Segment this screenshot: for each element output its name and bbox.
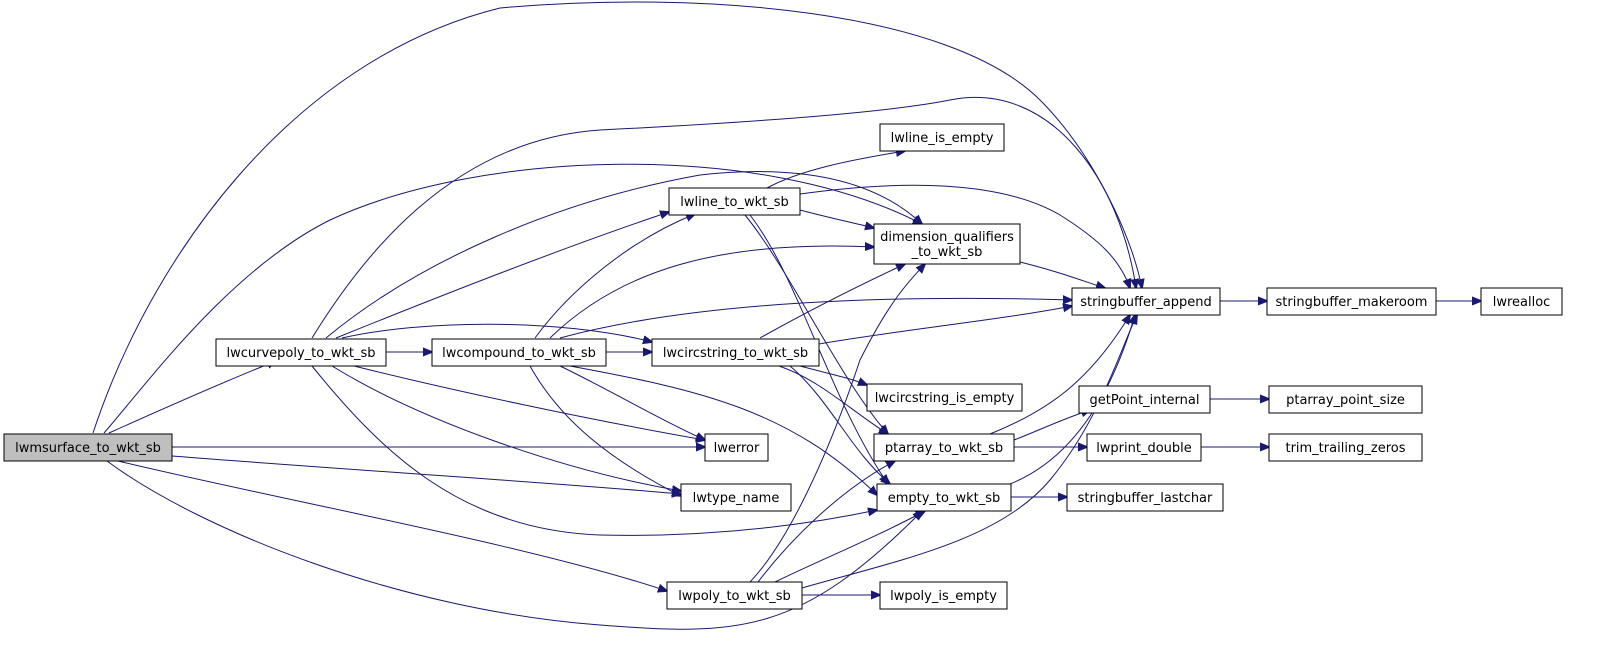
node-sbappend[interactable]: stringbuffer_append xyxy=(1071,287,1221,316)
node-sbmake[interactable]: stringbuffer_makeroom xyxy=(1266,287,1437,316)
node-getpoint[interactable]: getPoint_internal xyxy=(1078,385,1211,414)
edge-lwcurvepoly-to-empty xyxy=(311,365,877,536)
node-label: lwpoly_to_wkt_sb xyxy=(678,589,791,604)
node-label: lwmsurface_to_wkt_sb xyxy=(15,441,161,456)
node-ptsize[interactable]: ptarray_point_size xyxy=(1268,385,1423,414)
edge-lwmsurface-to-empty xyxy=(106,460,922,630)
node-label: lwcircstring_is_empty xyxy=(875,391,1015,406)
edge-lwcurvepoly-to-lwerror xyxy=(353,365,705,440)
edge-dimq-to-sbappend xyxy=(1019,261,1105,288)
node-label: lwpoly_is_empty xyxy=(890,589,997,604)
edge-lwpoly-to-dimq xyxy=(749,264,925,583)
edge-empty-to-sbappend xyxy=(1009,315,1135,485)
node-lwcompound[interactable]: lwcompound_to_wkt_sb xyxy=(431,338,607,367)
node-label: trim_trailing_zeros xyxy=(1285,441,1405,456)
edge-lwpoly-to-sbappend xyxy=(801,315,1137,589)
node-trim[interactable]: trim_trailing_zeros xyxy=(1268,433,1423,462)
node-label: stringbuffer_append xyxy=(1080,295,1212,310)
node-label: lwprint_double xyxy=(1096,441,1192,456)
edge-lwmsurface-to-lwpoly xyxy=(117,460,667,591)
edge-lwline-to-dimq xyxy=(799,209,874,228)
node-label: ptarray_point_size xyxy=(1286,393,1405,408)
node-label: lwcompound_to_wkt_sb xyxy=(442,346,596,361)
edge-lwcircstring-to-dimq xyxy=(759,264,905,339)
edge-lwmsurface-to-lwtype xyxy=(171,455,681,494)
node-label: dimension_qualifiers xyxy=(880,230,1014,245)
edge-lwpoly-to-empty xyxy=(774,511,925,583)
node-lwrealloc[interactable]: lwrealloc xyxy=(1480,287,1563,316)
edge-lwpoly-to-ptarray xyxy=(757,461,895,583)
node-lwcirc_empty[interactable]: lwcircstring_is_empty xyxy=(866,383,1023,412)
edge-lwcompound-to-lwtype xyxy=(529,365,681,496)
node-label: lwrealloc xyxy=(1493,295,1551,310)
edge-lwcurvepoly-to-lwline xyxy=(335,212,669,339)
node-lwprint[interactable]: lwprint_double xyxy=(1086,433,1202,462)
edge-ptarray-to-sbappend xyxy=(989,315,1130,435)
node-label: stringbuffer_makeroom xyxy=(1276,295,1428,310)
edge-layer xyxy=(92,1,1481,630)
node-sblast[interactable]: stringbuffer_lastchar xyxy=(1066,483,1224,512)
node-label: lwerror xyxy=(714,441,760,456)
node-ptarray[interactable]: ptarray_to_wkt_sb xyxy=(873,433,1015,462)
node-lwline[interactable]: lwline_to_wkt_sb xyxy=(668,187,801,216)
edge-lwcurvepoly-to-dimq xyxy=(325,171,922,339)
edge-lwcurvepoly-to-lwtype xyxy=(331,365,681,491)
edge-lwmsurface-to-sbappend xyxy=(92,1,1142,434)
node-dimq[interactable]: dimension_qualifiers_to_wkt_sb xyxy=(873,223,1021,265)
edge-lwmsurface-to-dimq xyxy=(103,163,922,434)
node-layer: lwmsurface_to_wkt_sb lwcurvepoly_to_wkt_s… xyxy=(3,123,1563,610)
edge-lwcompound-to-lwerror xyxy=(559,365,705,440)
edge-lwcurvepoly-to-sbappend xyxy=(311,97,1136,339)
node-label: lwline_is_empty xyxy=(891,131,994,146)
edge-lwcircstring-to-sbappend xyxy=(818,306,1072,345)
node-lwpoly[interactable]: lwpoly_to_wkt_sb xyxy=(666,581,803,610)
node-lwcircstring[interactable]: lwcircstring_to_wkt_sb xyxy=(651,338,820,367)
node-label: ptarray_to_wkt_sb xyxy=(885,441,1003,456)
edge-lwcompound-to-dimq xyxy=(549,246,874,339)
node-label: empty_to_wkt_sb xyxy=(888,491,1001,506)
node-label: stringbuffer_lastchar xyxy=(1078,491,1213,506)
node-label: _to_wkt_sb xyxy=(911,245,983,260)
edge-lwcircstring-to-ptarray xyxy=(778,365,888,434)
edge-ptarray-to-getpoint xyxy=(1013,410,1090,441)
node-lwmsurface[interactable]: lwmsurface_to_wkt_sb xyxy=(3,433,173,462)
node-lwerror[interactable]: lwerror xyxy=(704,433,769,462)
node-empty[interactable]: empty_to_wkt_sb xyxy=(876,483,1012,512)
node-label: lwtype_name xyxy=(693,491,780,506)
node-label: lwcircstring_to_wkt_sb xyxy=(663,346,808,361)
edge-lwcompound-to-lwline xyxy=(534,214,695,339)
edge-lwcompound-to-sbappend xyxy=(559,298,1072,339)
edge-lwcurvepoly-to-lwcircstring xyxy=(341,323,652,342)
node-lwpoly_empty[interactable]: lwpoly_is_empty xyxy=(879,581,1008,610)
edge-lwmsurface-to-lwcurvepoly xyxy=(108,361,276,434)
edge-lwline-to-sbappend xyxy=(799,184,1130,288)
node-label: lwline_to_wkt_sb xyxy=(680,195,789,210)
node-lwline_empty[interactable]: lwline_is_empty xyxy=(879,123,1005,152)
node-lwtype[interactable]: lwtype_name xyxy=(680,483,792,512)
node-label: lwcurvepoly_to_wkt_sb xyxy=(226,346,375,361)
node-label: getPoint_internal xyxy=(1089,393,1199,408)
edge-lwcircstring-to-lwcirc_empty xyxy=(799,365,867,385)
node-lwcurvepoly[interactable]: lwcurvepoly_to_wkt_sb xyxy=(215,338,387,367)
edge-lwcompound-to-empty xyxy=(569,365,877,495)
edge-lwline-to-lwline_empty xyxy=(766,151,905,189)
